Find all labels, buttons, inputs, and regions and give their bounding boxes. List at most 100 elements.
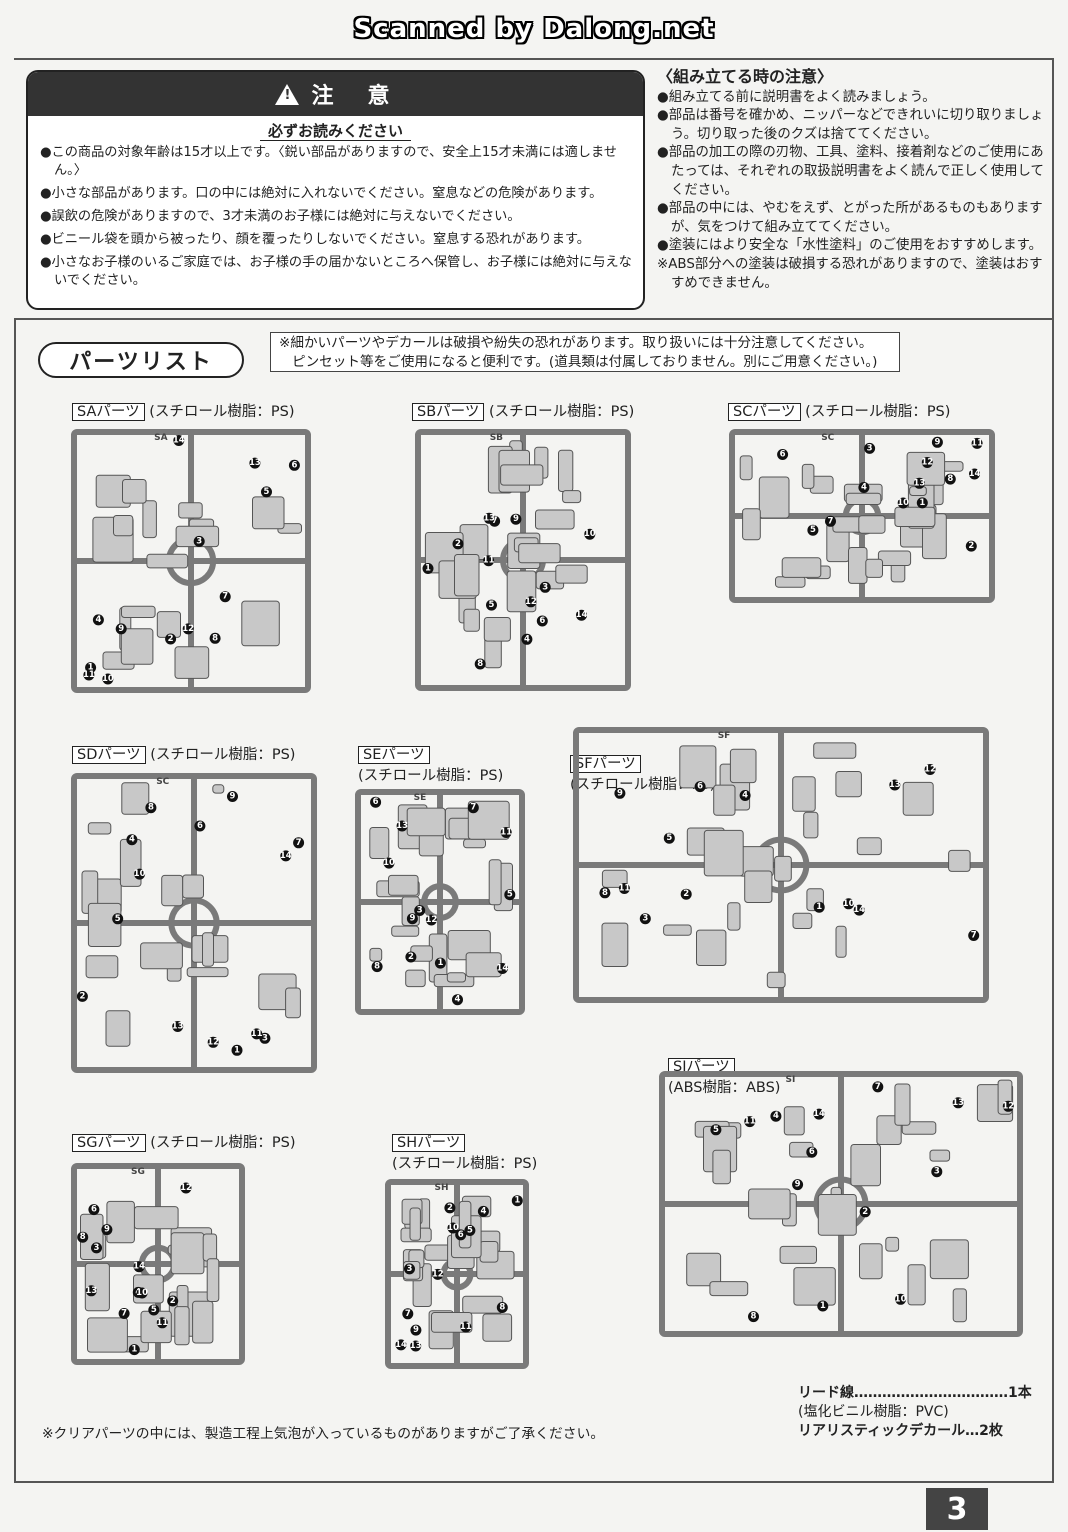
part-number-marker [525,596,537,608]
part-number-marker [483,512,495,524]
part-number-marker [744,1116,756,1128]
runner-part [192,1300,214,1344]
part-number-marker [231,1044,243,1056]
part-number-marker [777,449,789,460]
part-number-marker [383,857,395,869]
part-number: 12 [921,458,933,468]
caution-box: 注 意 必ずお読みください この商品の対象年齢は15才以上です。〈鋭い部品があり… [26,70,645,310]
runner-marker: SF [718,731,731,741]
runner-part [562,490,582,504]
part-number-marker [584,528,596,540]
runner-label-sh: SHパーツ(スチロール樹脂：PS) [392,1131,537,1173]
part-number: 11 [156,1318,168,1328]
part-number-marker [165,633,177,645]
part-number: 2 [968,541,974,551]
part-number: 5 [489,600,495,610]
part-number: 9 [513,514,519,524]
runner-part [518,543,561,564]
part-number-marker [156,1317,168,1329]
runner-part [792,912,813,929]
runner-part [902,781,934,816]
part-number: 12 [1002,1101,1014,1111]
part-number: 3 [542,582,548,592]
part-number: 2 [447,1203,453,1213]
part-number-marker [872,1081,884,1093]
part-number: 13 [249,458,261,468]
part-number: 7 [405,1309,411,1319]
runner-part [713,784,736,816]
part-number: 5 [810,525,816,535]
runner-part [105,1010,131,1047]
runner-part [952,1288,967,1323]
runner-part [686,1252,722,1287]
part-number-marker [965,540,977,552]
part-number-marker [944,473,956,485]
runner-part [766,971,786,989]
part-number: 8 [148,803,154,813]
part-number: 11 [251,1029,263,1039]
parts-list-note-line: ピンセット等をご使用になると便利です。(道具類は付属しておりません。別にご用意く… [292,354,878,370]
runner-part [758,476,790,519]
part-number-marker [916,497,928,509]
part-number: 10 [897,498,909,508]
part-number: 12 [182,624,194,634]
runner-part [120,628,154,665]
runner-part [85,955,119,979]
part-number: 3 [407,1264,413,1274]
runner-part [948,849,971,872]
part-number: 14 [395,1340,407,1350]
part-number: 3 [94,1243,100,1253]
frame-rule-middle [14,318,1054,320]
accessories-list: リード線……………………………1本 (塩化ビニル樹脂：PVC) リアリスティック… [798,1384,1032,1441]
runner-part [801,463,815,489]
part-number-marker [128,1344,140,1356]
runner-part [462,1295,504,1314]
part-number: 1 [437,958,443,968]
part-number: 14 [576,610,588,620]
part-number-marker [807,524,819,536]
runner-part [709,1281,749,1297]
runner-material: (ABS樹脂：ABS) [668,1080,781,1096]
part-number: 14 [496,964,508,974]
part-number: 1 [919,498,925,508]
scanner-credit: Scanned by Dalong.net [353,14,715,44]
part-number-marker [145,802,157,814]
part-number: 13 [483,513,495,523]
runner-part [781,557,822,578]
part-number: 6 [91,1205,97,1215]
runner-material: (スチロール樹脂：PS) [570,777,716,793]
part-number: 12 [432,1269,444,1279]
runner-part [463,838,486,849]
part-number-marker [680,888,692,900]
part-number-marker [971,437,983,449]
runner-part [729,748,757,784]
runner-part [121,782,150,815]
part-number: 12 [207,1037,219,1047]
runner-part [241,600,280,647]
part-number-marker [404,1263,415,1275]
caution-item: ビニール袋を頭から被ったり、顔を覆ったりしないでください。窒息する恐れがあります… [40,231,633,249]
part-number-marker [77,1231,89,1243]
runner-part [391,925,420,937]
runner-part [84,1262,110,1312]
runner-part [479,1241,499,1263]
runner-label-sa: SAパーツ (スチロール樹脂：PS) [72,400,294,421]
part-number: 13 [889,780,901,790]
part-number-marker [806,1146,818,1158]
part-number-marker [425,914,437,926]
part-number-marker [396,820,408,832]
runner-part [894,506,936,528]
runner-part [712,1149,731,1185]
runner-part [813,742,857,759]
runner-code: SHパーツ [392,1134,466,1152]
part-number-marker [293,837,305,849]
runner-part [901,1121,937,1135]
runner-marker: SB [490,433,503,443]
part-number-marker [227,791,238,802]
part-number: 8 [80,1232,86,1242]
part-number-marker [952,1097,964,1109]
runner-part [369,947,383,962]
part-number: 4 [480,1206,486,1216]
runner-part [742,508,761,541]
